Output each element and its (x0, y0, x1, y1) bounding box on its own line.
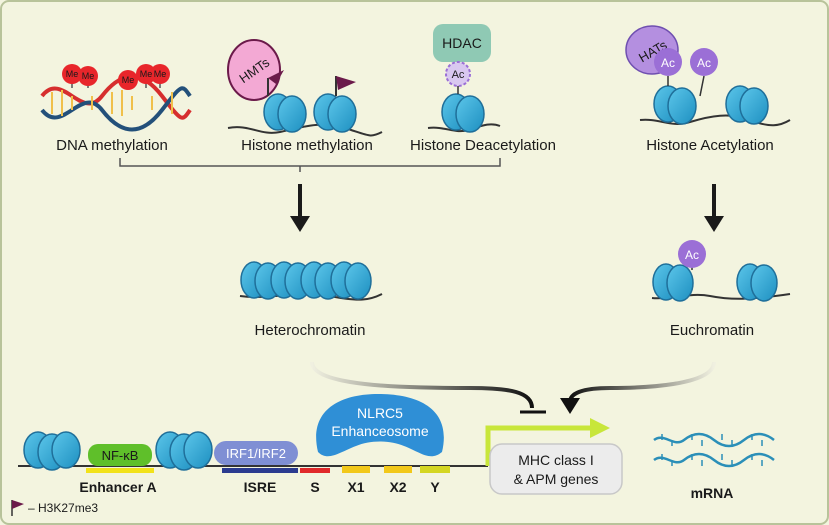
arrow-down-icon (704, 184, 724, 232)
legend: – H3K27me3 (11, 500, 98, 516)
nucleosome-icon (313, 93, 357, 133)
heterochromatin-label: Heterochromatin (255, 322, 366, 339)
hmts-enzyme-icon: HMTs (227, 39, 281, 101)
hdac-label: HDAC (442, 35, 482, 51)
euchromatin-label: Euchromatin (670, 322, 754, 339)
apm-genes-label: & APM genes (514, 471, 599, 487)
acetyl-group-icon: Ac (654, 48, 682, 86)
nucleosome-icon (653, 85, 697, 125)
repression-arrow (310, 361, 546, 414)
nlrc5-label: NLRC5 (357, 405, 403, 421)
acetyl-group-icon: Ac (690, 48, 718, 97)
hdac-enzyme-icon: HDAC (433, 24, 491, 62)
acetyl-group-icon: Ac (445, 61, 471, 94)
nlrc5-enhanceosome: NLRC5 Enhanceosome (316, 394, 444, 457)
mhc-class-label: MHC class I (518, 452, 593, 468)
nucleosome-icon (263, 93, 307, 133)
nfkb-factor: NF-κB (88, 444, 152, 466)
histone-acetylation-label: Histone Acetylation (646, 137, 774, 154)
dna-methylation-group: Me Me Me Me Me DNA methylation (40, 64, 192, 154)
x2-box-label: X2 (389, 479, 406, 495)
mrna-icon (653, 432, 775, 468)
nucleosome-icon (155, 431, 213, 471)
ac-label: Ac (697, 56, 711, 70)
irf-label: IRF1/IRF2 (226, 446, 286, 461)
h3k27me3-flag-icon (335, 76, 356, 96)
me-label: Me (122, 75, 135, 85)
enhancer-a-site (86, 468, 154, 473)
acetyl-group-icon: Ac (678, 240, 706, 270)
nucleosome-icon (23, 431, 81, 471)
y-box-label: Y (430, 479, 440, 495)
activation-arrow (560, 361, 716, 414)
histone-methylation-label: Histone methylation (241, 137, 373, 154)
nfkb-label: NF-κB (102, 448, 139, 463)
x1-box (342, 466, 370, 473)
me-label: Me (82, 71, 95, 81)
histone-acetylation-group: HATs Ac Ac Histone Acetylation (625, 25, 791, 154)
nucleosome-icon (652, 263, 694, 302)
grouping-bracket (119, 158, 501, 167)
dna-methylation-label: DNA methylation (56, 137, 168, 154)
x2-box (384, 466, 412, 473)
histone-deacetylation-label: Histone Deacetylation (410, 137, 556, 154)
heterochromatin-group: Heterochromatin (239, 261, 383, 339)
nucleosome-icon (441, 93, 485, 133)
me-label: Me (154, 69, 167, 79)
legend-h3k27me3-label: – H3K27me3 (28, 501, 98, 515)
me-label: Me (140, 69, 153, 79)
ac-label: Ac (685, 248, 699, 262)
euchromatin-group: Ac Euchromatin (651, 240, 791, 339)
transcription-start-arrow (485, 418, 610, 466)
mhc-genes-box: MHC class I & APM genes (489, 443, 623, 495)
h3k27me3-flag-icon (12, 500, 24, 509)
ac-label: Ac (452, 69, 465, 81)
x1-box-label: X1 (347, 479, 364, 495)
isre-label: ISRE (244, 479, 277, 495)
methyl-group-icon: Me Me (62, 64, 98, 88)
arrow-down-icon (290, 184, 310, 232)
enhancer-a-label: Enhancer A (79, 479, 156, 495)
promoter-region: NF-κB Enhancer A IRF1/IRF2 ISRE S NLRC5 … (18, 394, 775, 501)
methyl-group-icon: Me Me Me (118, 64, 170, 90)
s-box (300, 468, 330, 473)
dna-helix-icon (40, 74, 192, 132)
mrna-label: mRNA (691, 485, 734, 501)
h3k27me3-flag-icon (267, 70, 284, 96)
enhanceosome-label: Enhanceosome (331, 423, 429, 439)
ac-label: Ac (661, 56, 675, 70)
me-label: Me (66, 69, 79, 79)
y-box (420, 466, 450, 473)
nucleosome-icon (736, 263, 778, 302)
irf-factor: IRF1/IRF2 (214, 441, 298, 465)
histone-methylation-group: HMTs Histone methylation (227, 39, 383, 154)
nucleosome-icon (240, 261, 372, 300)
nucleosome-icon (725, 85, 769, 125)
isre-site (222, 468, 298, 473)
s-box-label: S (310, 479, 319, 495)
histone-deacetylation-group: HDAC Ac Histone Deacetylation (410, 24, 556, 154)
